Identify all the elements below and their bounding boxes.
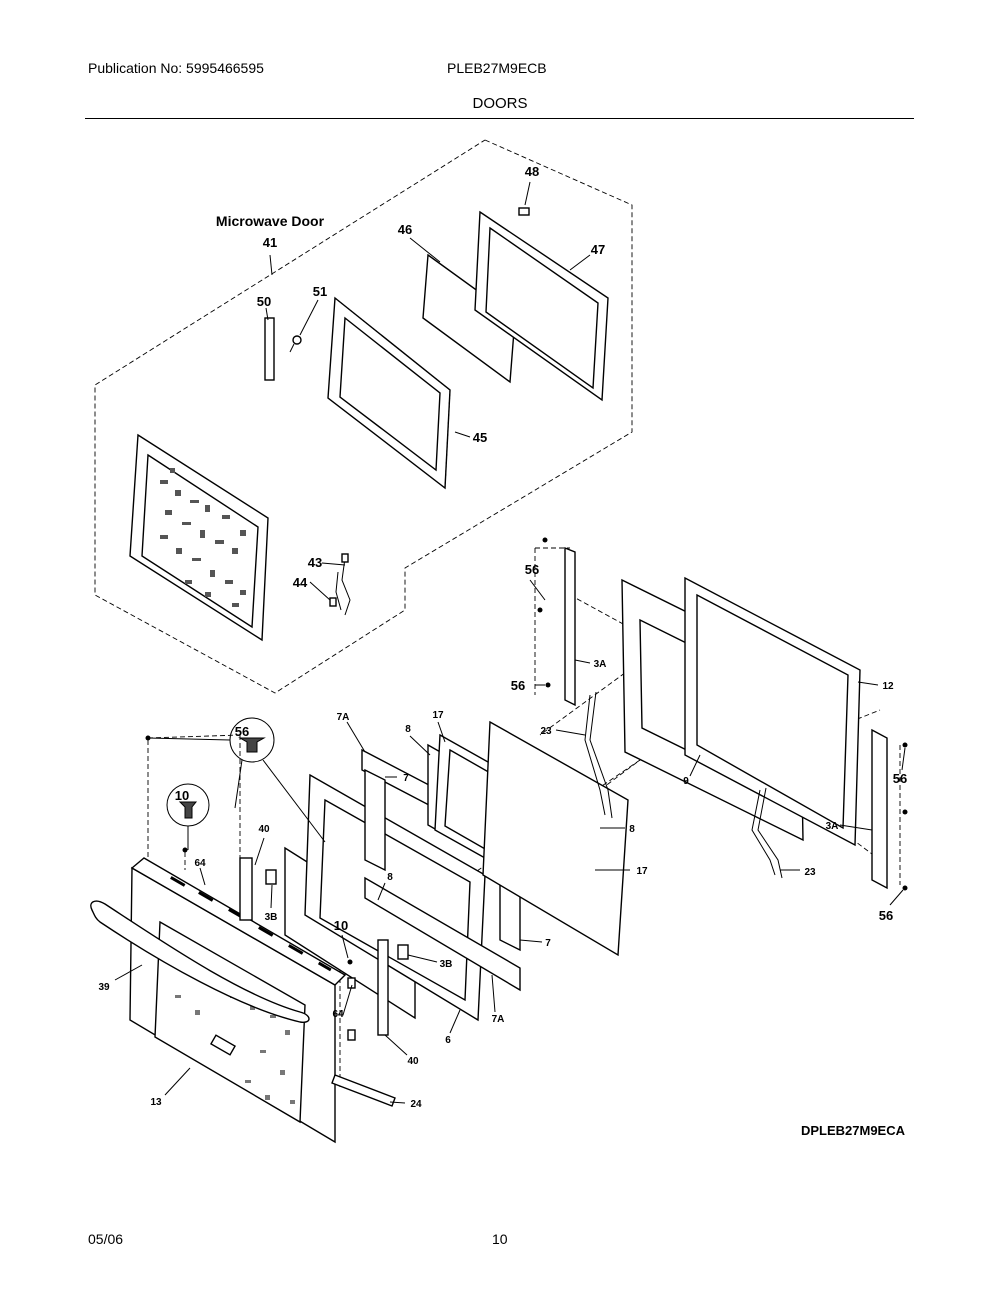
publication-number: Publication No: 5995466595: [88, 60, 264, 76]
oven-door-slot-cover-lower: [397, 944, 409, 960]
callout-40-upper: 40: [258, 824, 270, 835]
header-divider: [85, 118, 914, 119]
diagram-code: DPLEB27M9ECA: [801, 1123, 906, 1138]
callout-leader-lines: [114, 181, 906, 1104]
callout-3A-right: 3A: [826, 821, 839, 832]
callout-3B-upper: 3B: [265, 912, 278, 923]
oven-door-spacer-b: [347, 1029, 356, 1041]
microwave-door-frame: [474, 210, 609, 402]
footer-date: 05/06: [88, 1231, 124, 1247]
callout-3A-left: 3A: [594, 659, 607, 670]
callout-44: 44: [293, 575, 308, 590]
oven-door-bottom-trim: [331, 1074, 396, 1107]
callout-56-bottom: 56: [879, 908, 893, 923]
callout-39: 39: [98, 982, 110, 993]
callout-64-upper: 64: [194, 858, 206, 869]
callout-9: 9: [683, 776, 689, 787]
screw-detail-callout-10: [166, 783, 210, 850]
callout-56-detail: 56: [235, 724, 249, 739]
microwave-inner-frame: [327, 296, 451, 490]
callout-46: 46: [398, 222, 412, 237]
callout-7-bottom: 7: [545, 938, 551, 949]
callout-17-right: 17: [636, 866, 648, 877]
callout-8-middle: 8: [387, 872, 393, 883]
microwave-door-clip: [518, 207, 530, 216]
oven-door-slot-cover-upper: [265, 869, 277, 885]
callout-23-right: 23: [804, 867, 816, 878]
callout-23-left: 23: [540, 726, 552, 737]
callout-13: 13: [150, 1097, 162, 1108]
callout-10-detail: 10: [175, 788, 189, 803]
oven-door-side-channel-left: [564, 546, 576, 707]
callout-8-right: 8: [629, 824, 635, 835]
oven-door-insulation-side: [364, 768, 386, 872]
screw-detail-callout-56: [147, 717, 326, 843]
oven-door-hinge-bracket-lower: [377, 939, 389, 1036]
model-number: PLEB27M9ECB: [447, 60, 547, 76]
oven-door-hinge-right: [751, 787, 783, 879]
callout-12: 12: [882, 681, 894, 692]
oven-outer-glass-panel: [482, 720, 629, 957]
oven-door-gasket-frame: [684, 576, 861, 847]
oven-door-side-channel-right: [871, 728, 888, 890]
callout-24: 24: [410, 1099, 422, 1110]
microwave-door-group-outline: [94, 139, 633, 694]
callout-8-top: 8: [405, 724, 411, 735]
oven-door-insulation-bottom: [364, 876, 521, 992]
callout-45: 45: [473, 430, 487, 445]
callout-56-top: 56: [525, 562, 539, 577]
oven-door-handle: [90, 900, 310, 1023]
microwave-door-label: Microwave Door: [216, 213, 325, 229]
microwave-door-screw: [289, 335, 302, 353]
oven-door-hinge-left: [584, 691, 613, 819]
callout-47: 47: [591, 242, 605, 257]
callout-3B-lower: 3B: [440, 959, 453, 970]
callout-6: 6: [445, 1035, 451, 1046]
callout-41: 41: [263, 235, 277, 250]
callout-48: 48: [525, 164, 539, 179]
screws-56: [145, 537, 908, 965]
callout-7-top: 7: [403, 773, 409, 784]
oven-door-hinge-bracket-upper: [239, 857, 253, 921]
callout-7A-bottom: 7A: [492, 1014, 505, 1025]
callout-10-part: 10: [334, 918, 348, 933]
callout-40-lower: 40: [407, 1056, 419, 1067]
callout-51: 51: [313, 284, 327, 299]
footer-page-number: 10: [492, 1231, 508, 1247]
microwave-door-hinge-bracket: [264, 317, 275, 381]
callout-43: 43: [308, 555, 322, 570]
callout-7A-top: 7A: [337, 712, 350, 723]
callout-50: 50: [257, 294, 271, 309]
microwave-outer-panel: [129, 433, 269, 642]
microwave-door-latch-assembly: [329, 553, 351, 616]
callout-56-mid: 56: [511, 678, 525, 693]
callout-17-top: 17: [432, 710, 444, 721]
callout-56-right: 56: [893, 771, 907, 786]
callout-64-lower: 64: [332, 1009, 344, 1020]
page-title: DOORS: [472, 95, 528, 112]
